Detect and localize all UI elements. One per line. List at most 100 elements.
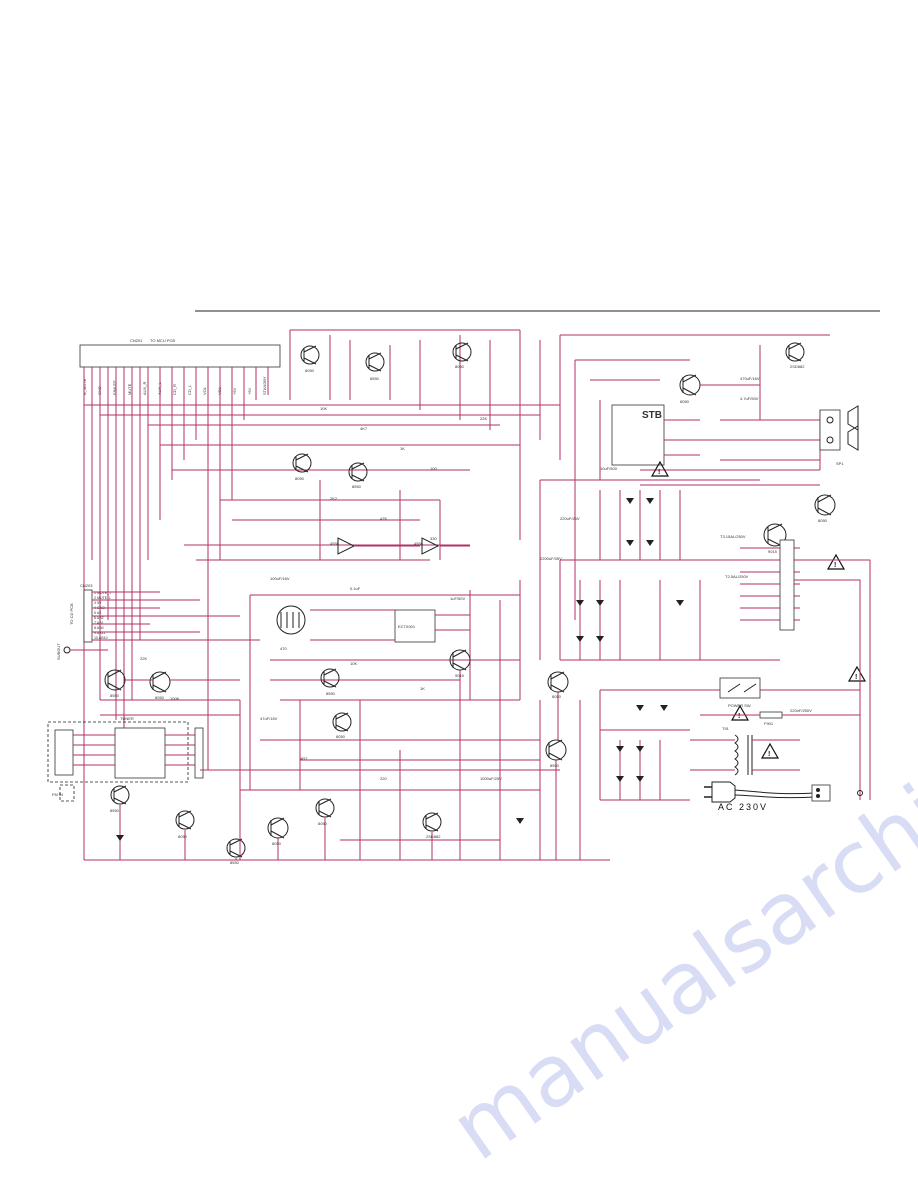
opamp-group: 4558 4558 — [300, 480, 470, 560]
transistor-q208 — [763, 523, 787, 547]
bottom-wiring — [84, 670, 610, 861]
svg-text:EC7X001: EC7X001 — [398, 624, 416, 629]
power-rating-label: 2200uF/35V — [540, 556, 562, 561]
transistor-label: 8550 — [230, 860, 240, 865]
transistor-q205 — [348, 462, 368, 482]
coil-l201 — [276, 605, 306, 635]
svg-text:TUNER: TUNER — [120, 716, 134, 721]
svg-text:!: ! — [658, 469, 660, 476]
transistor-label: 8550 — [326, 691, 336, 696]
bottom-transistors — [110, 649, 569, 858]
transistor-label: 8050 — [305, 368, 315, 373]
cn203-pin-label: 3 5V — [94, 601, 102, 605]
warning-icon — [730, 704, 750, 721]
resistor-label: 2K2 — [330, 496, 338, 501]
cn201-pin-label: F/MUTE — [112, 380, 117, 395]
svg-text:!: ! — [738, 713, 740, 720]
transistor-q211 — [149, 671, 171, 693]
transistor-label: 8050 — [818, 518, 828, 523]
power-rating-label: T2.5AL/250V — [725, 574, 749, 579]
cn201-label: CN201 — [130, 338, 143, 343]
svg-text:FM IN: FM IN — [52, 792, 63, 797]
connector-cn203: CN203 TO CD PCB — [69, 583, 93, 643]
svg-text:T91: T91 — [722, 726, 730, 731]
connector-cn202 — [779, 539, 795, 631]
transistor-label: 8550 — [370, 376, 380, 381]
transformer: T91 — [690, 726, 800, 776]
connector-cn201: CN201 TO MCU PCB — [79, 338, 281, 368]
transistor-label: 2SD882 — [426, 834, 441, 839]
svg-text:!: ! — [834, 562, 836, 569]
svg-text:SP1: SP1 — [836, 461, 844, 466]
transistor-label: 8550 — [110, 808, 120, 813]
resistor-label: 470 — [280, 646, 287, 651]
ac-plug: AC 230V — [704, 781, 863, 812]
cn203-pin-label: 2 MUTE_L — [94, 596, 111, 600]
cn201-pin-label: CD_R — [172, 384, 177, 395]
cn201-bus — [83, 367, 269, 860]
cn201-sublabel: TO MCU PCB — [150, 338, 175, 343]
transistor-q204 — [292, 453, 312, 473]
capacitor-label: 470uF/16V — [740, 376, 760, 381]
speaker-connector: SP1 — [819, 405, 859, 466]
left-transistors: SUBOUT — [56, 643, 240, 716]
power-rating-label: T3.15AL/250V — [720, 534, 746, 539]
tuner-box: TUNER FM IN — [47, 716, 204, 802]
transistor-label: 8050 — [178, 834, 188, 839]
cn203-pin-label: 6 AB2 — [94, 616, 104, 620]
cn201-pin-label: CD_L — [187, 384, 192, 395]
svg-text:TO CD PCB: TO CD PCB — [69, 603, 74, 625]
amp-ic-block: STB — [574, 345, 821, 620]
resistor-label: 330 — [430, 536, 437, 541]
resistor-label: 4K7 — [360, 426, 368, 431]
svg-text:4558: 4558 — [414, 541, 424, 546]
opamp-2 — [421, 537, 440, 555]
transistor-q207 — [785, 342, 805, 362]
transistor-label: 8050 — [155, 695, 165, 700]
transistor-label: 2SD882 — [790, 364, 805, 369]
diodes — [116, 498, 684, 841]
cn201-pin-label: +5V — [232, 387, 237, 395]
component-labels: 8050 8550 8050 8050 8550 8050 2SD882 9015 8050 85… — [110, 364, 828, 865]
capacitor-label: 1000uF/25V — [480, 776, 502, 781]
resistor-label: 4R7 — [300, 756, 308, 761]
transistor-label: 9015 — [768, 549, 778, 554]
ac-voltage-label: AC 230V — [718, 802, 768, 812]
transistor-label: 9015 — [455, 673, 465, 678]
warning-icons: ! ! ! ! ! — [650, 460, 867, 759]
ic-ec7x001-block: EC7X001 — [249, 580, 521, 790]
transistor-label: 8050 — [295, 476, 305, 481]
transistor-label: 8050 — [318, 821, 328, 826]
cn203-pin-label: 7 AB1 — [94, 621, 104, 625]
transistor-q201 — [300, 345, 320, 365]
cn203-pin-label: 9 AB11 — [94, 631, 105, 635]
cn203-pin-label: 8 AB0 — [94, 626, 104, 630]
svg-text:CN203: CN203 — [80, 583, 93, 588]
svg-text:POWER SW: POWER SW — [728, 703, 751, 708]
transistor-q203 — [452, 342, 472, 362]
transistor-q209 — [814, 494, 836, 516]
ic-stb-label: STB — [642, 410, 662, 421]
capacitor-label: 0.1uF — [350, 586, 361, 591]
transistor-label: 8050 — [336, 734, 346, 739]
resistor-label: 1K — [400, 446, 405, 451]
transistor-label: 8050 — [680, 399, 690, 404]
cn203-pin-label: 1 MUTE_T — [94, 591, 112, 595]
warning-icon — [650, 460, 670, 477]
power-rating-label: 220nF/250V — [790, 708, 812, 713]
cn203-wires — [92, 591, 240, 633]
warning-icon — [826, 553, 846, 570]
svg-text:F901: F901 — [764, 721, 774, 726]
cn201-pin-label: +5V — [247, 387, 252, 395]
cn201-pin-label: VOL — [202, 386, 207, 395]
capacitor-label: 220uF/25V — [560, 516, 580, 521]
resistor-label: 22K — [480, 416, 487, 421]
cn201-pin-label: STANDBY — [262, 376, 267, 395]
svg-text:!: ! — [768, 751, 770, 758]
transistor-label: 8050 — [552, 694, 562, 699]
transistor-label: 8050 — [272, 841, 282, 846]
resistor-label: 1K — [420, 686, 425, 691]
cn203-pin-label: 10 AB10 — [94, 636, 108, 640]
svg-text:SUBOUT: SUBOUT — [56, 643, 61, 660]
